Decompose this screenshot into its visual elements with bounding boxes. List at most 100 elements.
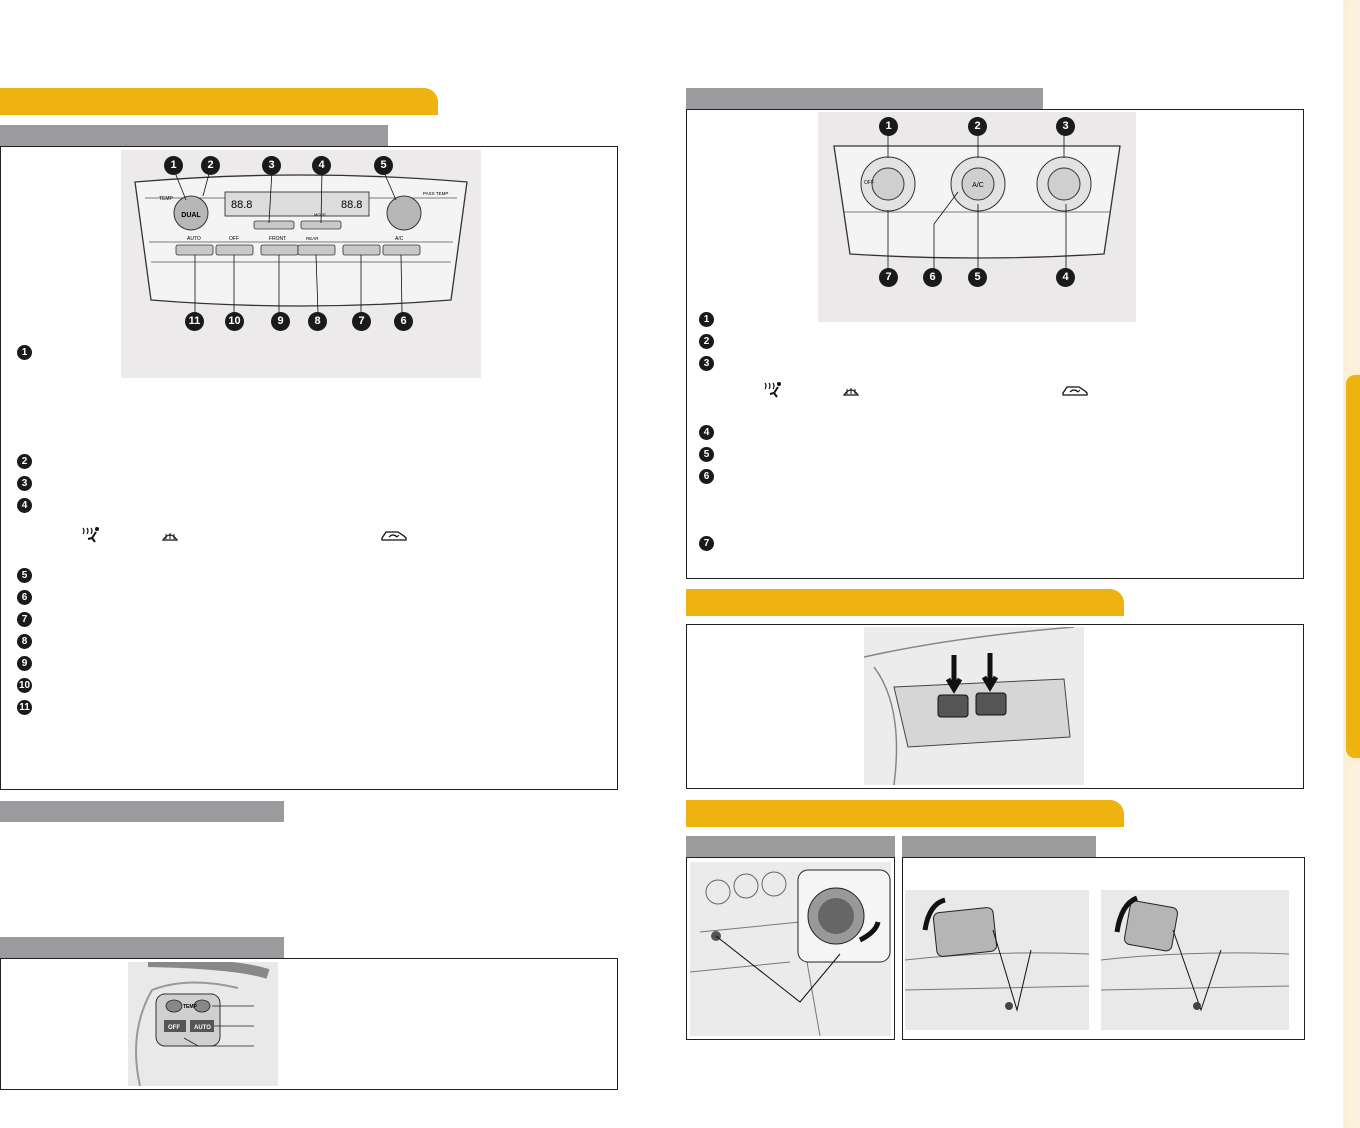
console-outlet-drawing-2 [1101, 895, 1289, 1012]
callout-7: 7 [352, 312, 371, 331]
knob-callout-7: 7 [879, 268, 898, 287]
console-outlet-photo-2 [1101, 890, 1289, 1030]
lcd-left-readout: 88.8 [231, 199, 252, 211]
section-header-power-outlets [686, 800, 1124, 827]
callout-3: 3 [262, 156, 281, 175]
knob-callout-4: 4 [1056, 268, 1075, 287]
vent-foot-icon-right [764, 382, 781, 398]
front-defrost-icon-right [842, 388, 860, 396]
knob-callout-2: 2 [968, 117, 987, 136]
auto-button[interactable] [175, 244, 214, 256]
list-item-9: 9 [17, 656, 32, 671]
recirculate-icon-right [1062, 386, 1088, 396]
knob-panel-photo: OFF A/C [818, 112, 1136, 322]
steering-switch-drawing: TEMP OFF AUTO [135, 962, 270, 1086]
knob-callout-6: 6 [923, 268, 942, 287]
list-item-3: 3 [17, 476, 32, 491]
steering-auto-label: AUTO [194, 1025, 211, 1031]
knob-callout-1: 1 [879, 117, 898, 136]
section-tab-upper [1347, 0, 1360, 370]
auto-climate-box [0, 146, 618, 790]
off-button-label: OFF [229, 236, 239, 242]
arrow-curved-icon-3 [1114, 895, 1139, 933]
climate-panel-drawing: DUAL TEMP PASS TEMP 88.8 88.8 MODE AUTO … [134, 169, 468, 314]
subheader-steering-switches [0, 937, 284, 958]
console-outlet-photo-1 [905, 890, 1089, 1030]
lcd-right-readout: 88.8 [341, 199, 362, 211]
vent-foot-icon [82, 527, 99, 543]
arrow-down-icon-2 [981, 653, 999, 692]
list-item-2: 2 [17, 454, 32, 469]
ac-knob-label: A/C [972, 182, 984, 189]
off-button[interactable] [215, 244, 254, 256]
console-outlet-drawing-1 [905, 897, 1089, 1012]
arrow-curved-icon-2 [922, 897, 946, 931]
mode-label: MODE [314, 212, 326, 217]
front-button-label: FRONT [269, 236, 286, 242]
recirculate-icon [381, 531, 407, 541]
list-item-7: 7 [17, 612, 32, 627]
list-item-8: 8 [17, 634, 32, 649]
arrow-down-icon [945, 655, 963, 694]
callout-5: 5 [374, 156, 393, 175]
section-tab-lower [1347, 763, 1360, 1128]
subheader-front-outlet [686, 836, 895, 857]
front-outlet-photo [690, 862, 891, 1036]
callout-10: 10 [225, 312, 244, 331]
right-list-item-1: 1 [699, 312, 714, 327]
callout-2: 2 [201, 156, 220, 175]
callout-6: 6 [394, 312, 413, 331]
front-outlet-drawing [690, 869, 891, 1036]
front-defrost-icon [161, 533, 179, 541]
fan-button[interactable] [253, 220, 295, 230]
list-item-4: 4 [17, 498, 32, 513]
list-item-10: 10 [17, 678, 32, 693]
climate-panel-photo: DUAL TEMP PASS TEMP 88.8 88.8 MODE AUTO … [121, 150, 481, 378]
knob-callout-3: 3 [1056, 117, 1075, 136]
callout-11: 11 [185, 312, 204, 331]
callout-4: 4 [312, 156, 331, 175]
steering-off-label: OFF [168, 1025, 180, 1031]
pass-temp-label: PASS TEMP [423, 191, 448, 196]
steering-temp-label: TEMP [183, 1004, 198, 1010]
list-item-11: 11 [17, 700, 32, 715]
right-list-item-4: 4 [699, 425, 714, 440]
subheader-console-outlet [902, 836, 1096, 857]
dual-knob-label: DUAL [181, 212, 201, 219]
auto-button-label: AUTO [187, 236, 201, 242]
subheader-manual-climate [686, 88, 1043, 109]
subheader-section-2 [0, 801, 284, 822]
recirculate-button[interactable] [342, 244, 381, 256]
knob-panel-drawing: OFF A/C [833, 134, 1121, 268]
right-list-item-5: 5 [699, 447, 714, 462]
subheader-auto-climate [0, 125, 388, 146]
callout-9: 9 [271, 312, 290, 331]
driver-seat-heater-switch[interactable] [937, 694, 969, 718]
right-list-item-7: 7 [699, 536, 714, 551]
ac-button-label: A/C [395, 236, 404, 242]
steering-switch-photo: TEMP OFF AUTO [128, 962, 278, 1086]
list-item-1: 1 [17, 345, 32, 360]
section-tab-active[interactable] [1346, 375, 1360, 758]
callout-8: 8 [308, 312, 327, 331]
fan-off-label: OFF [864, 180, 874, 186]
list-item-5: 5 [17, 568, 32, 583]
steering-switch-box [0, 958, 618, 1090]
callout-1: 1 [164, 156, 183, 175]
right-list-item-6: 6 [699, 469, 714, 484]
right-list-item-3: 3 [699, 356, 714, 371]
rear-button-label: REAR [306, 236, 319, 241]
front-defrost-button[interactable] [260, 244, 299, 256]
seat-heater-photo [864, 627, 1084, 785]
knob-callout-5: 5 [968, 268, 987, 287]
seat-heater-drawing [864, 627, 1075, 785]
rear-defrost-button[interactable] [297, 244, 336, 256]
section-header-climate [0, 88, 438, 115]
list-item-6: 6 [17, 590, 32, 605]
temp-label: TEMP [159, 196, 174, 202]
arrow-curved-icon [858, 921, 881, 943]
passenger-seat-heater-switch[interactable] [975, 692, 1007, 716]
right-list-item-2: 2 [699, 334, 714, 349]
section-header-seat-heaters [686, 589, 1124, 616]
ac-button[interactable] [382, 244, 421, 256]
